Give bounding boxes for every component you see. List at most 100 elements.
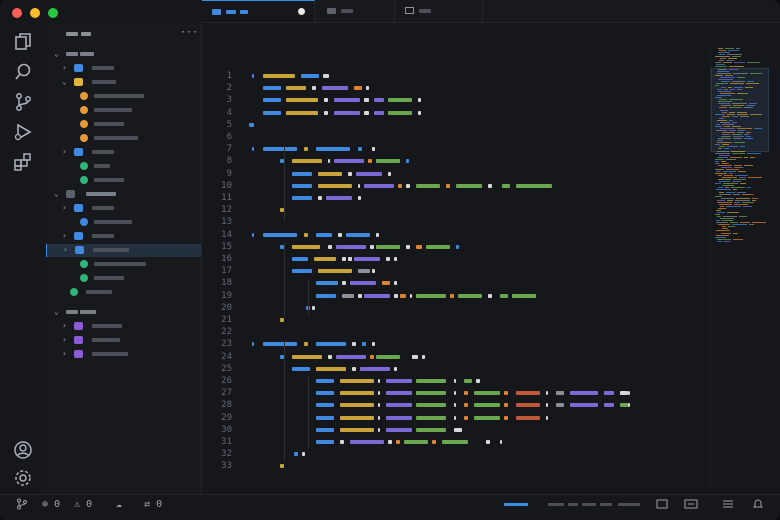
ports-indicator[interactable]: ⇄ 0 (144, 498, 162, 512)
minimap[interactable] (710, 46, 771, 486)
minimap-line (717, 95, 731, 97)
line-number: 12 (221, 205, 232, 216)
file-tree-item[interactable] (46, 90, 201, 103)
minimap-line (728, 86, 732, 88)
branch-icon[interactable] (16, 498, 28, 512)
tab-2[interactable] (315, 0, 395, 22)
folder-tree-item[interactable]: › (46, 244, 201, 257)
folder-tree-item[interactable]: ⌄ (46, 188, 201, 201)
extensions-icon[interactable] (12, 152, 34, 174)
code-token (456, 183, 482, 188)
minimap-line (719, 54, 725, 56)
file-tree-item[interactable] (46, 286, 201, 299)
folder-tree-item[interactable]: › (46, 348, 201, 361)
minimize-window-button[interactable] (30, 8, 40, 18)
code-token (316, 281, 338, 286)
indentation[interactable] (548, 503, 564, 506)
tree-item-label (92, 352, 128, 356)
minimap-line (721, 160, 726, 162)
minimap-line (733, 238, 743, 240)
unsaved-dot-icon[interactable] (298, 8, 305, 15)
chevron-right-icon[interactable]: › (62, 203, 67, 212)
file-icon (327, 8, 336, 14)
chevron-right-icon[interactable]: › (62, 349, 67, 358)
file-icon (80, 274, 88, 282)
more-actions-icon[interactable]: ··· (180, 27, 199, 38)
file-tree-item[interactable] (46, 104, 201, 117)
explorer-icon[interactable] (12, 32, 34, 54)
close-window-button[interactable] (12, 8, 22, 18)
file-tree-item[interactable] (46, 174, 201, 187)
folder-tree-item[interactable]: ⌄ (46, 306, 201, 319)
errors-indicator[interactable]: ⊗ 0 (42, 498, 60, 512)
language-mode[interactable] (600, 503, 612, 506)
layout-toggle-icon[interactable] (656, 498, 668, 512)
tab-active[interactable] (202, 0, 315, 22)
chevron-down-icon[interactable]: ⌄ (54, 49, 59, 58)
code-token (328, 159, 330, 164)
folder-tree-item[interactable]: › (46, 62, 201, 75)
settings-icon[interactable] (12, 468, 34, 490)
folder-tree-item[interactable]: › (46, 202, 201, 215)
folder-tree-item[interactable]: › (46, 146, 201, 159)
notifications-icon[interactable] (752, 498, 764, 512)
encoding[interactable] (568, 503, 578, 506)
run-debug-icon[interactable] (12, 122, 34, 144)
account-icon[interactable] (12, 440, 34, 462)
file-tree-item[interactable] (46, 258, 201, 271)
sync-icon[interactable]: ☁ (116, 499, 123, 510)
cursor-position[interactable] (504, 503, 528, 506)
minimap-viewport[interactable] (711, 68, 769, 152)
minimap-line (720, 205, 724, 207)
line-ending[interactable] (582, 503, 596, 506)
folder-icon (74, 204, 83, 212)
language-mode[interactable] (618, 503, 640, 506)
chevron-right-icon[interactable]: › (62, 63, 67, 72)
chevron-right-icon[interactable]: › (62, 335, 67, 344)
tab-label (419, 9, 431, 13)
code-token (388, 110, 412, 115)
warnings-indicator[interactable]: ⚠ 0 (74, 498, 92, 512)
code-token (512, 293, 536, 298)
code-token (316, 366, 346, 371)
minimap-line (717, 89, 722, 90)
file-tree-item[interactable] (46, 118, 201, 131)
minimap-line (715, 162, 720, 164)
minimap-line (746, 105, 755, 107)
chevron-down-icon[interactable]: ⌄ (54, 307, 59, 316)
line-number: 22 (221, 327, 232, 338)
code-area[interactable] (246, 46, 706, 486)
folder-tree-item[interactable]: ⌄ (46, 48, 201, 61)
maximize-window-button[interactable] (48, 8, 58, 18)
tab-3[interactable] (395, 0, 483, 22)
code-token (280, 208, 284, 213)
file-tree-item[interactable] (46, 272, 201, 285)
folder-tree-item[interactable]: ⌄ (46, 76, 201, 89)
chevron-right-icon[interactable]: › (63, 245, 68, 254)
code-token (502, 183, 510, 188)
chevron-right-icon[interactable]: › (62, 147, 67, 156)
file-tree-item[interactable] (46, 160, 201, 173)
minimap-line (720, 109, 728, 111)
folder-tree-item[interactable]: › (46, 230, 201, 243)
code-token (372, 269, 375, 274)
chevron-down-icon[interactable]: ⌄ (62, 77, 67, 86)
search-icon[interactable] (12, 62, 34, 84)
chevron-right-icon[interactable]: › (62, 231, 67, 240)
folder-tree-item[interactable]: › (46, 334, 201, 347)
source-control-icon[interactable] (12, 92, 34, 114)
folder-tree-item[interactable]: › (46, 320, 201, 333)
menu-icon[interactable] (722, 498, 734, 512)
feedback-icon[interactable] (684, 498, 698, 512)
file-tree-item[interactable] (46, 132, 201, 145)
minimap-line (718, 52, 730, 54)
code-token (454, 415, 456, 420)
minimap-line (733, 105, 744, 107)
chevron-down-icon[interactable]: ⌄ (54, 189, 59, 198)
file-tree-item[interactable] (46, 216, 201, 229)
minimap-line (720, 58, 726, 60)
chevron-right-icon[interactable]: › (62, 321, 67, 330)
minimap-line (718, 78, 733, 80)
